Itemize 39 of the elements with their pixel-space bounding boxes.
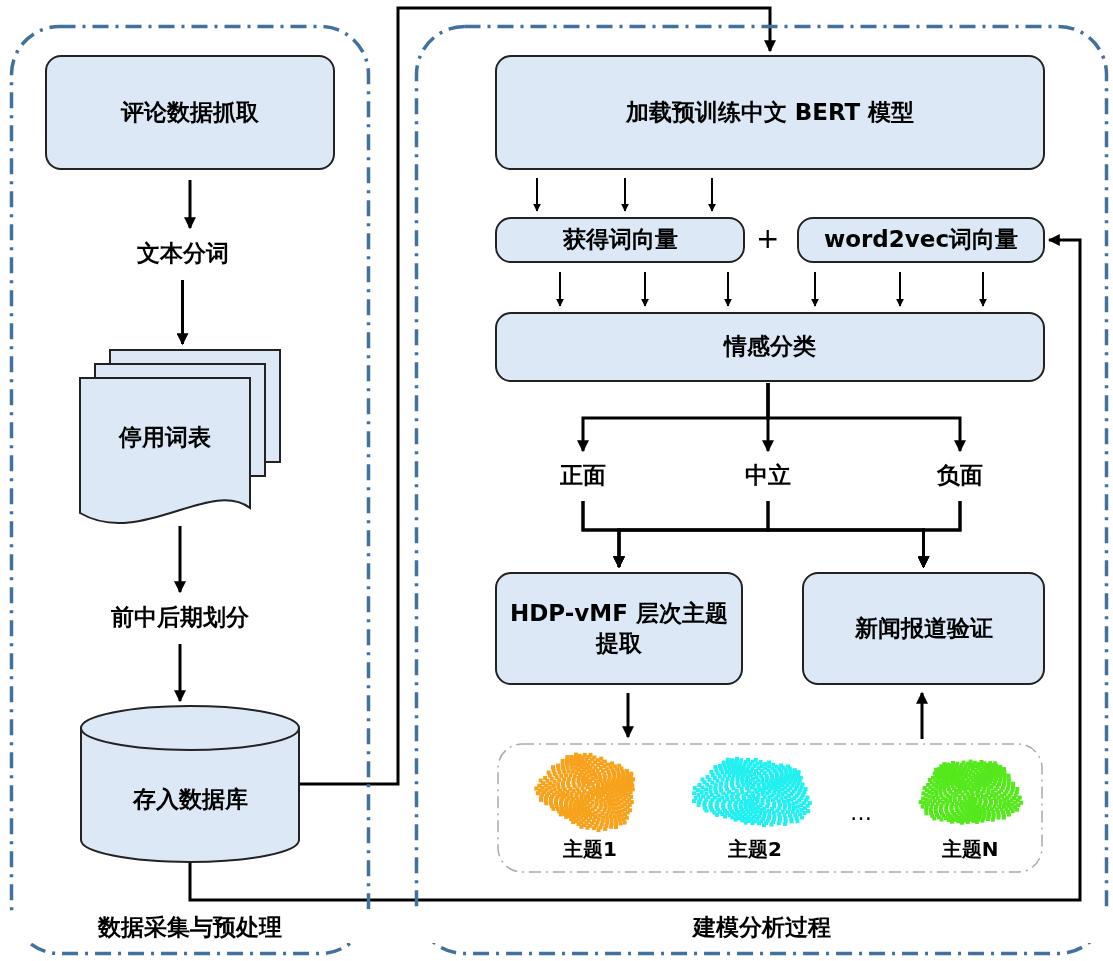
arrow — [708, 177, 716, 212]
arrow — [622, 693, 634, 739]
topic-label: 主题N — [940, 836, 1000, 862]
arrow — [176, 280, 189, 346]
process-box: 新闻报道验证 — [802, 572, 1045, 685]
arrow — [300, 6, 776, 786]
process-box: 获得词向量 — [495, 217, 745, 263]
arrow — [184, 180, 196, 230]
panel-title: 建模分析过程 — [415, 913, 1108, 943]
arrow — [621, 177, 629, 212]
arrow — [556, 271, 564, 307]
arrow — [174, 644, 186, 703]
step-label: 文本分词 — [120, 232, 245, 276]
arrow — [641, 271, 649, 307]
arrow — [188, 234, 1082, 902]
process-box: word2vec词向量 — [797, 217, 1045, 263]
arrow — [811, 271, 819, 307]
process-box: HDP-vMF 层次主题提取 — [495, 572, 743, 685]
arrow — [724, 271, 732, 307]
arrow — [896, 271, 904, 307]
arrow — [766, 383, 966, 453]
step-label: 中立 — [733, 455, 803, 497]
process-box: 情感分类 — [495, 312, 1045, 382]
ellipsis: … — [850, 800, 872, 825]
arrow — [979, 271, 987, 307]
step-label: 负面 — [925, 455, 995, 497]
arrow — [174, 526, 186, 594]
topic-label: 主题1 — [562, 836, 618, 862]
arrow — [917, 501, 962, 569]
panel-title: 数据采集与预处理 — [10, 913, 370, 943]
plus-sign: + — [756, 222, 780, 255]
process-box: 加载预训练中文 BERT 模型 — [495, 55, 1045, 170]
arrow — [533, 177, 541, 212]
topic-label: 主题2 — [727, 836, 783, 862]
arrow — [916, 691, 928, 739]
step-label: 正面 — [548, 455, 618, 497]
process-box: 评论数据抓取 — [45, 55, 335, 170]
step-label: 前中后期划分 — [100, 596, 260, 640]
database-cylinder: 存入数据库 — [80, 705, 300, 863]
